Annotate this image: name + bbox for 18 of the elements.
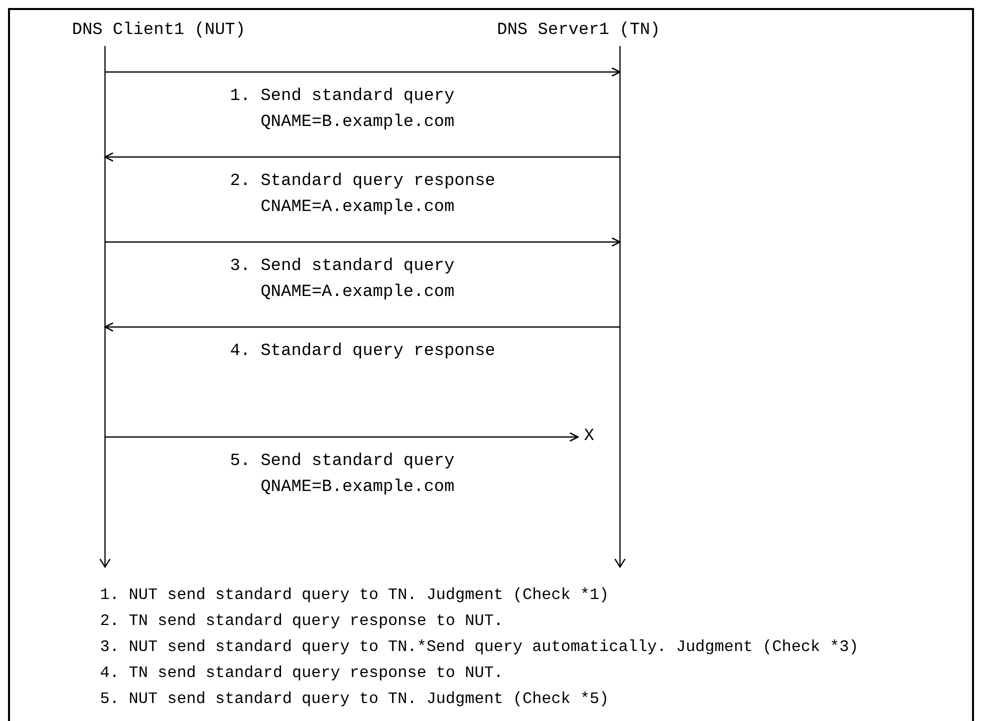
edge-label: 3. Send standard query QNAME=A.example.com — [230, 256, 456, 304]
note-text: 3. NUT send standard query to TN.*Send query automatically. Judgment (Check *3) — [100, 637, 859, 658]
message-arrow — [104, 322, 620, 332]
cross-mark: X — [582, 426, 596, 448]
message-arrow — [104, 152, 620, 162]
note-text: 4. TN send standard query response to NUT. — [100, 663, 504, 684]
note-text: 5. NUT send standard query to TN. Judgment (Check *5) — [100, 689, 610, 710]
participant-label: DNS Server1 (TN) — [496, 20, 662, 42]
note-text: 1. NUT send standard query to TN. Judgment (Check *1) — [100, 585, 610, 606]
edge-label: 4. Standard query response — [230, 341, 496, 363]
note-text: 2. TN send standard query response to NUT. — [100, 611, 504, 632]
edge-label: 1. Send standard query QNAME=B.example.com — [230, 86, 456, 134]
message-arrow — [105, 67, 621, 77]
edge-label: 5. Send standard query QNAME=B.example.com — [230, 451, 456, 499]
message-arrow — [105, 237, 621, 247]
message-arrow — [105, 432, 579, 442]
edge-label: 2. Standard query response CNAME=A.example.com — [230, 171, 496, 219]
participant-label: DNS Client1 (NUT) — [71, 20, 246, 42]
